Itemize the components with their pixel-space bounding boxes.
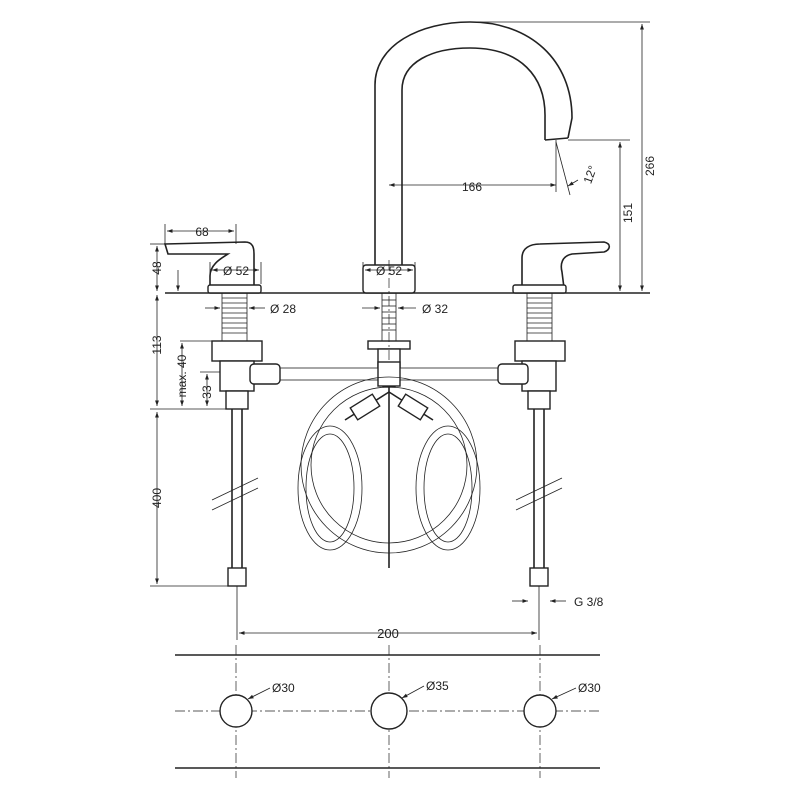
label-33: 33 [200,385,214,399]
dim-left-base-52 [209,262,262,284]
label-113: 113 [150,335,164,354]
label-200: 200 [377,626,399,641]
dim-angle [555,141,579,196]
spout [362,21,573,568]
hose-loop [297,376,481,554]
dim-handle-68 [164,224,237,244]
label-48: 48 [150,261,164,275]
dim-reach-166 [389,140,557,192]
label-thread: G 3/8 [574,595,604,609]
center-hole [370,692,408,730]
dim-400 [150,412,232,587]
label-spout-base-52: Ø 52 [376,264,402,278]
label-266: 266 [643,156,657,176]
dim-handle-48 [150,243,180,291]
label-spout-shank-32: Ø 32 [422,302,448,316]
label-center-hole: Ø35 [426,679,449,693]
dim-height-266 [470,21,650,291]
label-left-base-52: Ø 52 [223,264,249,278]
dim-spout-base-52 [362,262,416,284]
label-angle: 12° [581,164,600,186]
label-shank-28: Ø 28 [270,302,296,316]
label-68: 68 [195,225,209,239]
countertop-plan [175,645,600,778]
dim-200 [236,586,540,640]
label-166: 166 [462,180,482,194]
dim-height-151 [568,139,630,291]
label-400: 400 [150,488,164,508]
label-max-40: max. 40 [175,354,189,397]
right-hole [523,694,557,728]
label-right-hole: Ø30 [578,681,601,695]
left-valve [163,241,263,587]
cross-pipe [249,361,529,387]
dim-113 [150,295,232,410]
left-hole [219,694,253,728]
label-151: 151 [621,203,635,223]
label-left-hole: Ø30 [272,681,295,695]
